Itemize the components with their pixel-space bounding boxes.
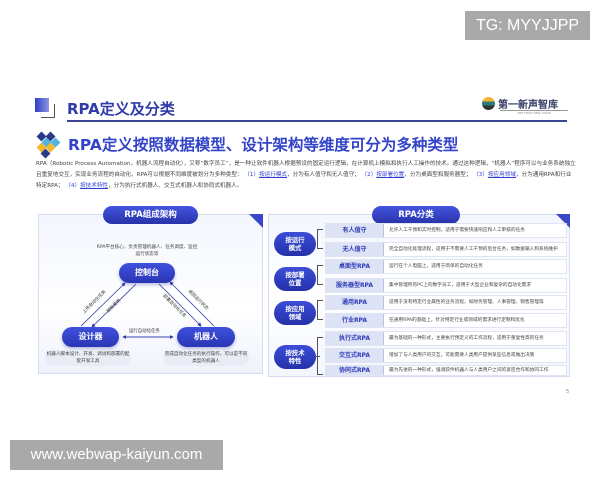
table-row: 桌面型RPA 运行在个人电脑上，适用于简单的自动化任务 — [325, 259, 567, 274]
category-domain: 按应用领域 — [274, 301, 316, 325]
type-prefix: （3） — [473, 172, 488, 178]
classification-panel: RPA分类 按运行模式 有人值守允许人工干预和实时控制，适用于需要快速响应和人工… — [268, 206, 570, 377]
row-desc: 完全自动化处理流程，适用于不需要人工干预的后台任务，如数据输入和系统维护 — [389, 247, 558, 252]
row-name: 协同式RPA — [326, 366, 384, 375]
group-bracket — [317, 300, 323, 320]
row-desc: 运行在个人电脑上，适用于简单的自动化任务 — [389, 264, 483, 269]
row-name: 交互式RPA — [326, 349, 384, 362]
type-prefix: （1） — [244, 172, 260, 178]
title-divider — [67, 120, 567, 122]
bracket-tick — [316, 356, 320, 357]
designer-node: 设计器 — [62, 327, 119, 347]
table-row: 有人值守允许人工干预和实时控制，适用于需要快速响应和人工审核的任务 — [325, 223, 567, 238]
brand-subtitle: THE FIRST NEW VOICE — [500, 110, 568, 115]
diamond-cluster-icon — [36, 131, 62, 159]
row-name: 无人值守 — [326, 243, 384, 256]
row-name: 桌面型RPA — [326, 260, 384, 273]
row-desc: 允许人工干预和实时控制，适用于需要快速响应和人工审核的任务 — [389, 228, 525, 233]
control-note: RPA平台核心，负责管理机器人、任务调度、监控运行状态等 — [96, 245, 198, 257]
group-bracket — [317, 229, 323, 249]
classification-title: RPA分类 — [372, 206, 460, 224]
table-row: 协同式RPA 最为先进的一种形式，强调软件机器人与人类用户之间的紧密合作和协同工作 — [325, 365, 567, 376]
type-desc: ，分为执行式机器人、交互式机器人和协同式机器人。 — [108, 183, 243, 189]
brand-logo: 第一新声智库 — [482, 96, 558, 111]
group-bracket — [317, 265, 323, 285]
category-deploy: 按部署位置 — [274, 267, 316, 291]
table-row: 行业RPA 在通用RPA的基础上，针对特定行业或领域的需求进行定制和优化 — [325, 313, 567, 328]
row-desc: 最为先进的一种形式，强调软件机器人与人类用户之间的紧密合作和协同工作 — [389, 368, 549, 373]
section-title: RPA定义及分类 — [67, 100, 175, 118]
corner-decoration — [249, 214, 263, 228]
type-desc: ，分为通用RPA和行业特定RPA； — [36, 172, 572, 189]
headline: RPA定义按照数据模型、设计架构等维度可分为多种类型 — [68, 136, 459, 154]
type-desc: ，分为有人值守和无人值守； — [287, 172, 360, 178]
row-desc: 增加了与人类用户的交互，可能需要人类用户提供某些信息或做出决策 — [389, 353, 535, 358]
architecture-arrows — [80, 281, 215, 339]
designer-note: 机器人脚本设计、开发、调试和部署的配套开发工具 — [45, 350, 131, 366]
tg-watermark-badge: TG: MYYJJPP — [465, 11, 590, 40]
section-logo-icon — [35, 98, 59, 120]
robot-note: 完成自动化任务的执行操作，可以是不同类型的机器人 — [163, 350, 249, 366]
row-name: 服务器型RPA — [326, 279, 384, 292]
arrow-label-run: 运行自动化任务 — [129, 329, 160, 334]
brand-name: 第一新声智库 — [498, 100, 558, 111]
category-tech: 按技术特性 — [274, 345, 316, 369]
architecture-title: RPA组成架构 — [103, 206, 198, 224]
page-number: 5 — [566, 389, 570, 395]
globe-logo-icon — [482, 97, 495, 110]
type-prefix: （2） — [361, 172, 377, 178]
table-row: 通用RPA 适用于没有特定行业属性的业务流程，如财务管理、人事管理、销售管理等 — [325, 295, 567, 310]
row-name: 行业RPA — [326, 314, 384, 327]
category-run-mode: 按运行模式 — [274, 232, 316, 256]
table-row: 服务器型RPA 集中管理所有PC上的数字员工，适用于大型企业和复杂的自动化需求 — [325, 278, 567, 293]
row-desc: 适用于没有特定行业属性的业务流程，如财务管理、人事管理、销售管理等 — [389, 300, 544, 305]
table-row: 执行式RPA 最为基础的一种形式，主要执行预定义的工作流程，适用于重复性高的任务 — [325, 331, 567, 346]
row-name: 执行式RPA — [326, 332, 384, 345]
row-desc: 集中管理所有PC上的数字员工，适用于大型企业和复杂的自动化需求 — [389, 283, 532, 288]
type-desc: ，分为桌面型和服务器型； — [404, 172, 472, 178]
table-row: 无人值守完全自动化处理流程，适用于不需要人工干预的后台任务，如数据输入和系统维护 — [325, 242, 567, 257]
robot-node: 机器人 — [177, 327, 235, 347]
site-watermark-badge: www.webwap-kaiyun.com — [10, 440, 223, 470]
intro-paragraph: RPA（Robotic Process Automation，机器人流程自动化）… — [36, 159, 576, 192]
intro-text: RPA（Robotic Process Automation，机器人流程自动化）… — [36, 161, 576, 178]
type-tech: 按技术特性 — [80, 183, 109, 189]
row-name: 通用RPA — [326, 296, 384, 309]
architecture-panel: RPA组成架构 上传自动化任务 授权使用 部署自动化任务 返回运行状态 运行自动… — [38, 206, 263, 374]
table-row: 交互式RPA 增加了与人类用户的交互，可能需要人类用户提供某些信息或做出决策 — [325, 348, 567, 363]
control-node: 控制台 — [119, 263, 175, 283]
type-prefix: （4） — [65, 183, 81, 189]
type-domain: 按应用领域 — [487, 172, 516, 178]
type-deploy: 按部署位置 — [376, 172, 405, 178]
row-name: 有人值守 — [326, 224, 384, 237]
type-run-mode: 按运行模式 — [259, 172, 288, 178]
row-desc: 最为基础的一种形式，主要执行预定义的工作流程，适用于重复性高的任务 — [389, 336, 544, 341]
row-desc: 在通用RPA的基础上，针对特定行业或领域的需求进行定制和优化 — [389, 318, 525, 323]
